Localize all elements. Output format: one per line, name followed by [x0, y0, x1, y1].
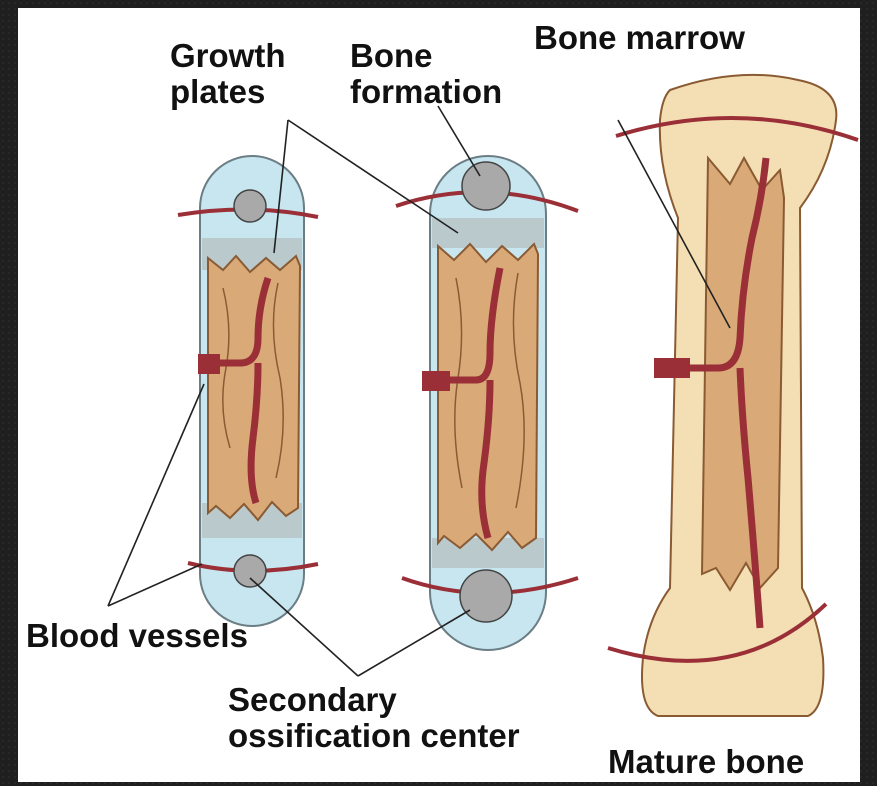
vessel-2-stub	[422, 371, 450, 391]
blood-vessels-leader-2	[108, 564, 202, 606]
bone-formation-label: Bone formation	[350, 38, 502, 110]
mature-bone-label: Mature bone	[608, 744, 804, 780]
blood-vessels-label: Blood vessels	[26, 618, 248, 654]
ossification-center-2-top	[462, 162, 510, 210]
bone-formation-label-line-2: formation	[350, 74, 502, 110]
young-bone	[178, 156, 318, 626]
vessel-1-stub	[198, 354, 220, 374]
secondary-ossification-label-line-1: Secondary	[228, 682, 520, 718]
vessel-3-stub	[654, 358, 690, 378]
leader-lines	[108, 106, 730, 676]
growth-plates-label: Growth plates	[170, 38, 285, 110]
growth-plate-band-2a	[432, 218, 544, 248]
secondary-ossification-center-label: Secondary ossification center	[228, 682, 520, 754]
growth-plates-label-line-1: Growth	[170, 38, 285, 74]
secondary-leader-1	[250, 578, 358, 676]
bone-formation-label-line-1: Bone	[350, 38, 502, 74]
blood-vessels-leader-1	[108, 384, 204, 606]
diagram-panel: Growth plates Bone formation Bone marrow…	[18, 8, 860, 782]
secondary-leader-2	[358, 610, 470, 676]
ossification-center-2-bottom	[460, 570, 512, 622]
secondary-ossification-label-line-2: ossification center	[228, 718, 520, 754]
ossification-center-1-top	[234, 190, 266, 222]
growth-plates-label-line-2: plates	[170, 74, 285, 110]
growing-bone	[396, 156, 578, 650]
bone-development-illustration	[18, 8, 860, 782]
bone-marrow-label: Bone marrow	[534, 20, 745, 56]
ossification-center-1-bottom	[234, 555, 266, 587]
